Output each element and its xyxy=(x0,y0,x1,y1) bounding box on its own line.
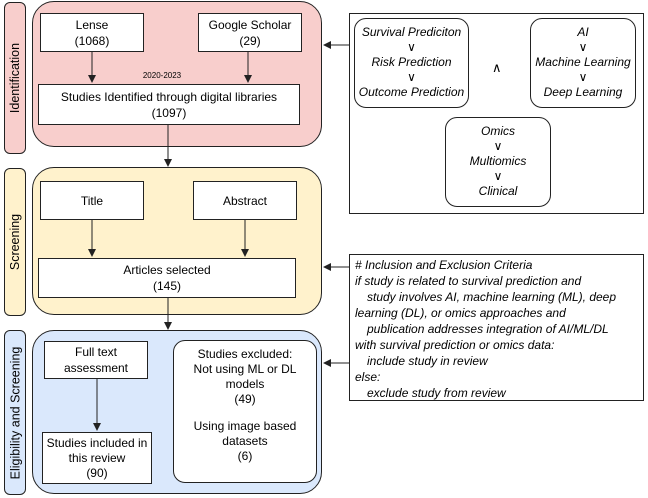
term-risk-prediction: Risk Prediction xyxy=(371,55,452,69)
or-symbol: ∨ xyxy=(493,169,503,183)
data-terms-group: Omics ∨ Multiomics ∨ Clinical xyxy=(445,117,551,207)
or-symbol: ∨ xyxy=(493,139,503,153)
outcome-terms-group: Survival Prediciton ∨ Risk Prediction ∨ … xyxy=(354,18,469,108)
or-symbol: ∨ xyxy=(578,40,588,54)
articles-selected-box: Articles selected (145) xyxy=(38,258,296,298)
term-machine-learning: Machine Learning xyxy=(535,55,631,69)
term-multiomics: Multiomics xyxy=(469,154,527,168)
studies-excluded-box: Studies excluded: Not using ML or DL mod… xyxy=(173,340,317,483)
term-clinical: Clinical xyxy=(478,184,518,198)
or-symbol: ∨ xyxy=(578,70,588,84)
or-symbol: ∨ xyxy=(407,70,416,84)
excluded-heading: Studies excluded: xyxy=(197,347,293,361)
criteria-line: else: xyxy=(355,370,381,384)
criteria-line: study involves AI, machine learning (ML)… xyxy=(367,290,617,304)
eligibility-label: Eligibility and Screening xyxy=(4,330,26,495)
criteria-line: if study is related to survival predicti… xyxy=(355,274,582,288)
term-omics: Omics xyxy=(481,124,515,138)
excluded-reason-ml: Not using ML or DL models (49) xyxy=(193,362,297,406)
screening-label: Screening xyxy=(4,168,26,316)
criteria-line: include study in review xyxy=(367,354,488,368)
lense-box: Lense (1068) xyxy=(40,13,144,52)
criteria-line: with survival prediction or omics data: xyxy=(355,338,555,352)
criteria-panel: # Inclusion and Exclusion Criteria if st… xyxy=(349,254,644,401)
date-range-label: 2020-2023 xyxy=(142,71,182,80)
full-text-box: Full text assessment xyxy=(44,341,148,379)
abstract-box: Abstract xyxy=(193,181,297,220)
term-outcome-prediction: Outcome Prediction xyxy=(358,85,465,99)
studies-identified-box: Studies Identified through digital libra… xyxy=(38,84,300,125)
excluded-reason-image: Using image based datasets (6) xyxy=(193,419,297,463)
and-symbol: ∧ xyxy=(492,60,502,75)
term-ai: AI xyxy=(577,25,589,39)
google-scholar-box: Google Scholar (29) xyxy=(198,13,302,52)
title-box: Title xyxy=(40,181,144,220)
studies-included-box: Studies included in this review (90) xyxy=(42,432,152,484)
term-deep-learning: Deep Learning xyxy=(543,85,623,99)
method-terms-group: AI ∨ Machine Learning ∨ Deep Learning xyxy=(530,18,636,108)
criteria-line: learning (DL), or omics approaches and xyxy=(355,306,566,320)
criteria-heading: # Inclusion and Exclusion Criteria xyxy=(355,258,533,272)
search-terms-panel xyxy=(349,13,644,214)
criteria-line: publication addresses integration of AI/… xyxy=(367,322,609,336)
term-survival-prediction: Survival Prediciton xyxy=(361,25,462,39)
identification-label: Identification xyxy=(4,2,26,154)
criteria-line: exclude study from review xyxy=(367,386,506,400)
or-symbol: ∨ xyxy=(407,40,416,54)
